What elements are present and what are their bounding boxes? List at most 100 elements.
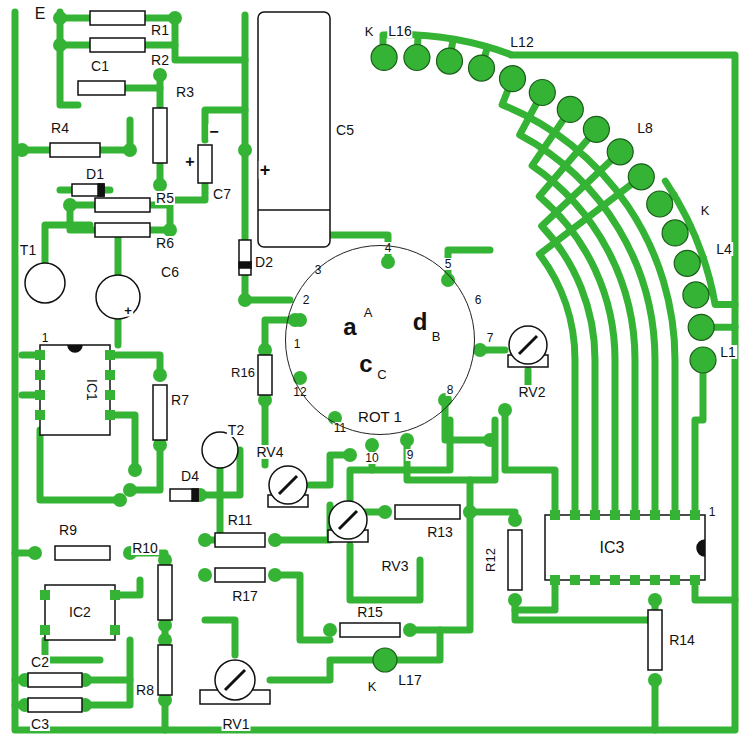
component-label: D4 (180, 469, 200, 483)
component-label: C2 (30, 655, 50, 669)
component-label: + (184, 154, 195, 170)
component-label: d (412, 310, 429, 334)
resistor-symbol (648, 610, 662, 670)
resistor-symbol (50, 143, 100, 157)
led-symbol (683, 282, 709, 308)
diode-symbol (239, 240, 251, 275)
component-label: IC3 (599, 540, 626, 556)
ic-package (40, 345, 110, 435)
capacitor-symbol (28, 673, 82, 687)
trimmer-potentiometer (329, 501, 367, 539)
solder-pad (268, 568, 282, 582)
ic-pin (630, 575, 640, 585)
component-label: L17 (397, 673, 422, 687)
solder-pad (123, 483, 137, 497)
ic-pin (690, 510, 700, 520)
component-label: 1 (293, 338, 302, 350)
copper-trace (539, 177, 641, 515)
ic-pin (610, 575, 620, 585)
component-label: K (367, 680, 378, 693)
diode-symbol (72, 184, 251, 501)
component-label: C5 (335, 123, 355, 137)
capacitor-symbol (96, 275, 140, 319)
copper-trace (175, 185, 205, 200)
component-label: R16 (230, 366, 256, 379)
component-label: 9 (406, 449, 415, 461)
copper-trace (270, 660, 373, 680)
solder-pad (403, 623, 417, 637)
ic-pin (105, 370, 115, 380)
ic-pin (550, 510, 560, 520)
component-label: L12 (509, 35, 534, 49)
capacitor-symbol (28, 12, 330, 712)
ic-pin (40, 625, 50, 635)
component-label: K (364, 25, 375, 38)
diode-symbol (170, 489, 198, 501)
component-label: 12 (292, 386, 307, 398)
copper-trace (205, 620, 235, 655)
led-symbol (662, 220, 688, 246)
copper-trace (205, 110, 245, 140)
resistor-symbol (158, 645, 172, 695)
solder-pad (153, 368, 167, 382)
transistor-symbol (202, 432, 238, 468)
component-label: RV2 (518, 385, 547, 399)
ic-package (697, 540, 705, 556)
ic-pin (105, 350, 115, 360)
component-label: L8 (636, 121, 654, 135)
capacitor-symbol (258, 209, 330, 211)
led-symbol (373, 648, 397, 672)
led-symbol (607, 139, 633, 165)
trimmer-potentiometer (509, 326, 547, 364)
component-label: C7 (212, 187, 232, 201)
component-label: L1 (719, 345, 737, 359)
component-label: 3 (314, 264, 323, 276)
ic-pin (630, 510, 640, 520)
solder-pad (15, 11, 662, 712)
transistor-symbol (25, 263, 238, 468)
solder-pad (15, 143, 29, 157)
ic-pin (40, 590, 50, 600)
copper-trace (45, 640, 100, 660)
component-label: R2 (150, 53, 170, 67)
solder-pad (163, 223, 177, 237)
led-symbol (371, 44, 716, 672)
led-symbol (628, 164, 654, 190)
component-label: D1 (85, 167, 105, 181)
solder-pad (323, 623, 337, 637)
component-label: 5 (444, 258, 453, 270)
solder-pad (53, 11, 67, 25)
capacitor-symbol (258, 12, 330, 247)
diode-symbol (192, 489, 198, 501)
copper-trace (275, 575, 330, 640)
trimmer-potentiometer (269, 466, 307, 504)
capacitor-symbol (78, 81, 125, 95)
component-label: R17 (231, 589, 259, 603)
component-label: 2 (302, 294, 311, 306)
component-label: C (376, 368, 387, 381)
component-label: 11 (333, 422, 347, 434)
led-symbol (647, 191, 673, 217)
ic-pin (550, 575, 560, 585)
resistor-symbol (95, 198, 150, 212)
ic-pin (35, 350, 700, 635)
component-label: C3 (30, 717, 50, 731)
led-symbol (557, 96, 583, 122)
led-symbol (688, 314, 714, 340)
resistor-symbol (258, 355, 272, 395)
component-label: 8 (446, 384, 455, 396)
ic-pin (105, 390, 115, 400)
capacitor-symbol (198, 145, 212, 183)
copper-trace (397, 630, 440, 660)
component-label: RV1 (222, 717, 251, 731)
copper-trace (275, 505, 330, 540)
copper-trace (310, 455, 350, 485)
resistor-symbol (153, 385, 167, 440)
copper-trace (110, 355, 160, 375)
solder-pad (365, 438, 379, 452)
solder-pad (153, 68, 167, 82)
resistor-symbol (508, 530, 522, 590)
trimmer-potentiometer (225, 670, 245, 690)
copper-trace (350, 420, 450, 500)
solder-pad (508, 513, 522, 527)
